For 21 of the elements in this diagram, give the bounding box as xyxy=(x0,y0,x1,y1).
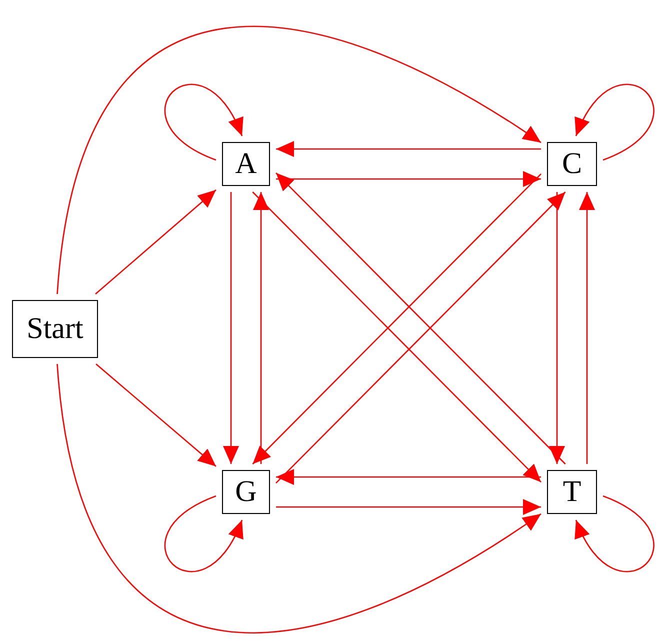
arrow xyxy=(575,495,654,572)
arrow xyxy=(223,192,239,464)
state-box: Start xyxy=(12,300,98,358)
state-box: C xyxy=(547,142,597,186)
arrow xyxy=(276,141,541,157)
arrow xyxy=(253,192,269,464)
arrow xyxy=(56,364,542,633)
arrow xyxy=(579,192,595,464)
arrow xyxy=(95,189,216,294)
arrow xyxy=(276,171,541,187)
arrow xyxy=(276,499,541,515)
state-box: T xyxy=(547,470,597,514)
state-box: A xyxy=(222,142,270,186)
state-box: G xyxy=(222,470,270,514)
arrow xyxy=(96,364,216,467)
arrow xyxy=(164,84,243,161)
arrow xyxy=(549,192,565,464)
arrow xyxy=(164,495,243,572)
arrow xyxy=(56,26,542,294)
arrow xyxy=(575,84,654,161)
arrow xyxy=(276,469,541,485)
